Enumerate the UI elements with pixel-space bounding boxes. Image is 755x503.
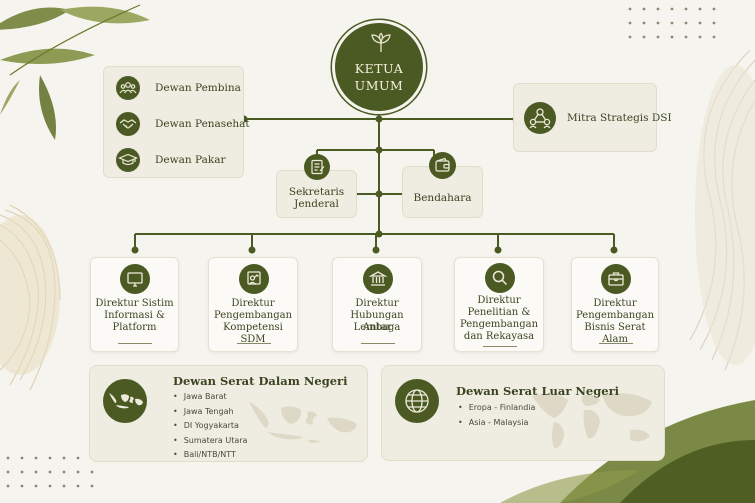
treasurer-label: Bendahara: [413, 192, 472, 204]
directorate-title-line: Platform: [112, 322, 157, 333]
briefcase-icon: [601, 264, 631, 294]
region-item: Jawa Tengah: [173, 405, 247, 420]
title-underline: [483, 346, 517, 347]
council-label: Dewan Pembina: [155, 82, 241, 94]
council-label: Dewan Pakar: [155, 154, 226, 166]
foreign-region-list: Eropa - Finlandia Asia - Malaysia: [458, 401, 536, 431]
magnifier-icon: [485, 263, 515, 293]
title-underline: [118, 343, 152, 344]
world-map-watermark: [532, 393, 652, 449]
graduation-cap-icon: [116, 148, 140, 172]
leaf-sprout-icon: [371, 33, 391, 52]
partner-label: Mitra Strategis DSI: [567, 112, 672, 124]
dot-pattern-top-right: [628, 7, 716, 39]
council-label: Dewan Penasehat: [155, 118, 250, 130]
region-item: Bali/NTB/NTT: [173, 448, 247, 463]
foreign-council-card[interactable]: Dewan Serat Luar Negeri Eropa - Finlandi…: [381, 365, 665, 461]
leaf-decoration-top-left: [0, 6, 150, 140]
directorate-card-hr-competency[interactable]: Direktur Pengembangan Kompetensi SDM: [208, 257, 298, 352]
directorate-title-line: Kompetensi SDM: [223, 322, 283, 345]
handshake-icon: [116, 112, 140, 136]
secretary-label-line2: Jenderal: [294, 198, 339, 210]
directorate-card-inter-institution[interactable]: Direktur Hubungan Antar Lembaga: [332, 257, 422, 352]
directorate-title-line: Bisnis Serat Alam: [584, 322, 646, 345]
region-item: Eropa - Finlandia: [458, 401, 536, 416]
councils-card: Dewan Pembina Dewan Penasehat Dewan Paka…: [103, 66, 250, 178]
foreign-council-title: Dewan Serat Luar Negeri: [456, 384, 620, 398]
council-item-pembina[interactable]: Dewan Pembina: [116, 76, 241, 100]
institution-icon: [363, 264, 393, 294]
title-underline: [599, 343, 633, 344]
title-underline: [237, 343, 271, 344]
person-chart-icon: [239, 264, 269, 294]
council-item-penasehat[interactable]: Dewan Penasehat: [116, 112, 250, 136]
region-item: DI Yogyakarta: [173, 419, 247, 434]
directorate-title-line: Pengembangan: [459, 319, 539, 330]
directorate-title-line: Direktur Sistim: [95, 298, 174, 309]
region-item: Sumatera Utara: [173, 434, 248, 449]
directorate-title-line: Direktur: [355, 298, 399, 309]
domestic-council-title: Dewan Serat Dalam Negeri: [173, 374, 348, 388]
secretary-label-line1: Sekretaris: [288, 186, 345, 198]
directorate-title-line: Penelitian &: [467, 307, 531, 318]
directorate-title-line: Hubungan Antar: [350, 310, 404, 333]
region-item: Jawa Barat: [173, 390, 247, 405]
directorate-title-line: Direktur: [477, 295, 521, 306]
directorate-card-info-systems[interactable]: Direktur Sistim Informasi & Platform: [90, 257, 179, 352]
chairman-title-line2: UMUM: [354, 78, 404, 93]
chairman-node[interactable]: KETUA UMUM: [332, 20, 426, 114]
directorate-title-line: dan Rekayasa: [463, 331, 535, 342]
region-item: Asia - Malaysia: [458, 416, 535, 431]
directorate-title-line: Direktur: [231, 298, 275, 309]
monitor-icon: [120, 264, 150, 294]
indonesia-map-icon: [103, 379, 147, 423]
network-icon: [524, 102, 556, 134]
directorate-title-line: Direktur: [593, 298, 637, 309]
directorate-title-line: Pengembangan: [213, 310, 293, 321]
group-icon: [116, 76, 140, 100]
domestic-region-list: Jawa Barat Jawa Tengah DI Yogyakarta Sum…: [173, 390, 248, 463]
title-underline: [361, 343, 395, 344]
directorate-card-fiber-business[interactable]: Direktur Pengembangan Bisnis Serat Alam: [571, 257, 659, 352]
directorate-title-line: Informasi &: [104, 310, 165, 321]
directorate-card-research[interactable]: Direktur Penelitian & Pengembangan dan R…: [454, 257, 544, 352]
domestic-council-card[interactable]: Dewan Serat Dalam Negeri Jawa Barat Jawa…: [89, 365, 368, 462]
globe-icon: [395, 379, 439, 423]
document-icon: [304, 154, 330, 180]
directorate-title-line: Lembaga: [353, 322, 401, 333]
wallet-icon: [429, 152, 456, 179]
chairman-title-line1: KETUA: [354, 61, 404, 76]
partner-card[interactable]: Mitra Strategis DSI: [513, 83, 672, 152]
council-item-pakar[interactable]: Dewan Pakar: [116, 148, 241, 172]
indonesia-map-watermark: [249, 402, 357, 443]
directorate-title-line: Pengembangan: [576, 310, 655, 321]
